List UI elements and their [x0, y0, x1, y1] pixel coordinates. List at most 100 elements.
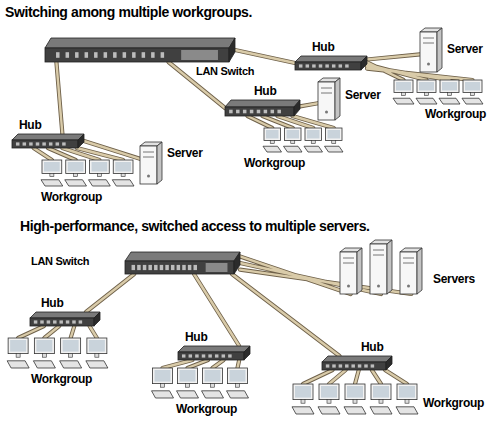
- screen: [44, 162, 60, 172]
- port: [148, 265, 152, 270]
- drive-slot: [321, 88, 332, 89]
- cable-outline: [367, 54, 420, 59]
- port: [160, 265, 164, 270]
- device-label: Hub: [184, 330, 208, 344]
- lan-switch-icon: [45, 38, 235, 62]
- monitor-stand: [402, 92, 406, 95]
- server-side: [157, 142, 162, 184]
- workgroup-computers-icon: [290, 384, 420, 414]
- port: [257, 110, 261, 114]
- workgroup-computers-art: [152, 368, 249, 398]
- hub-device-icon: [225, 100, 300, 116]
- device-side: [234, 252, 240, 274]
- port: [123, 52, 127, 58]
- monitor-stand: [425, 92, 429, 95]
- hub-device-art: [225, 100, 300, 116]
- drive-slot: [423, 43, 434, 44]
- keyboard: [7, 361, 29, 368]
- port: [132, 265, 136, 270]
- port: [177, 265, 181, 270]
- drive-slot: [143, 152, 154, 153]
- keyboard: [284, 146, 303, 152]
- cable-core: [34, 148, 124, 160]
- server-front: [318, 82, 335, 120]
- network-cable: [18, 326, 97, 338]
- monitor: [397, 384, 417, 400]
- port: [154, 265, 158, 270]
- keyboard: [86, 361, 108, 368]
- hub-device-icon: [30, 312, 100, 326]
- monitor-stand: [16, 354, 20, 358]
- monitor: [285, 128, 302, 140]
- port: [332, 364, 336, 367]
- cable-core: [18, 326, 97, 338]
- port: [312, 64, 316, 67]
- screen: [419, 82, 434, 90]
- monitor-stand: [270, 140, 274, 143]
- monitor-stand: [332, 140, 336, 143]
- screen: [205, 370, 221, 382]
- port: [222, 354, 226, 357]
- panel-heading: High-performance, switched access to mul…: [20, 218, 370, 234]
- monitor: [440, 80, 459, 92]
- port: [182, 265, 186, 270]
- server-tower-icon: [318, 78, 340, 120]
- port: [326, 364, 330, 367]
- device-label: Server: [166, 146, 204, 160]
- port: [142, 52, 146, 58]
- screen: [373, 386, 389, 398]
- cable-outline: [232, 274, 340, 356]
- cable-outline: [56, 62, 62, 134]
- port: [243, 110, 247, 114]
- port: [72, 320, 76, 323]
- monitor-stand: [291, 140, 295, 143]
- server-tower-icon: [140, 142, 162, 184]
- monitor-stand: [327, 400, 331, 404]
- device-label: LAN Switch: [30, 254, 90, 268]
- hub-device-icon: [178, 346, 250, 360]
- keyboard: [263, 146, 282, 152]
- drive-slot: [143, 157, 154, 158]
- device-side: [94, 312, 100, 326]
- lan-switch-art: [45, 38, 235, 62]
- device-front: [322, 362, 386, 370]
- keyboard: [202, 391, 224, 398]
- monitor-stand: [74, 174, 78, 177]
- screen: [442, 82, 457, 90]
- server-side: [417, 248, 422, 294]
- device-top: [295, 56, 367, 62]
- server-tower: Server: [420, 28, 442, 72]
- device-front: [295, 62, 361, 70]
- device-label: Hub: [253, 84, 277, 98]
- workgroup-computers: Workgroup: [262, 128, 344, 152]
- port: [195, 354, 199, 357]
- network-cable: [34, 148, 124, 160]
- device-side: [244, 346, 250, 360]
- monitor: [228, 368, 248, 384]
- screen: [68, 162, 84, 172]
- port: [202, 354, 206, 357]
- monitor: [87, 338, 107, 354]
- hub-device-art: [322, 356, 392, 370]
- hub-device-art: [178, 346, 250, 360]
- keyboard: [112, 180, 134, 186]
- hub-device-icon: [322, 356, 392, 370]
- network-cable: [303, 370, 407, 384]
- port: [23, 142, 27, 145]
- monitor-stand: [353, 400, 357, 404]
- lan-switch-icon: [125, 252, 240, 274]
- server-front: [140, 146, 157, 184]
- keyboard: [60, 361, 82, 368]
- port: [188, 265, 192, 270]
- network-cable: [235, 50, 295, 63]
- server-front: [420, 32, 437, 72]
- server-front: [400, 252, 417, 294]
- monitor: [66, 160, 86, 174]
- workgroup-computers: Workgroup: [150, 368, 250, 398]
- cable-core: [86, 274, 134, 312]
- network-cable: [367, 54, 420, 59]
- device-front: [225, 107, 294, 116]
- server-group-art: [340, 240, 422, 294]
- workgroup-computers: Workgroup: [5, 338, 110, 368]
- lan-switch: LAN Switch: [125, 252, 240, 274]
